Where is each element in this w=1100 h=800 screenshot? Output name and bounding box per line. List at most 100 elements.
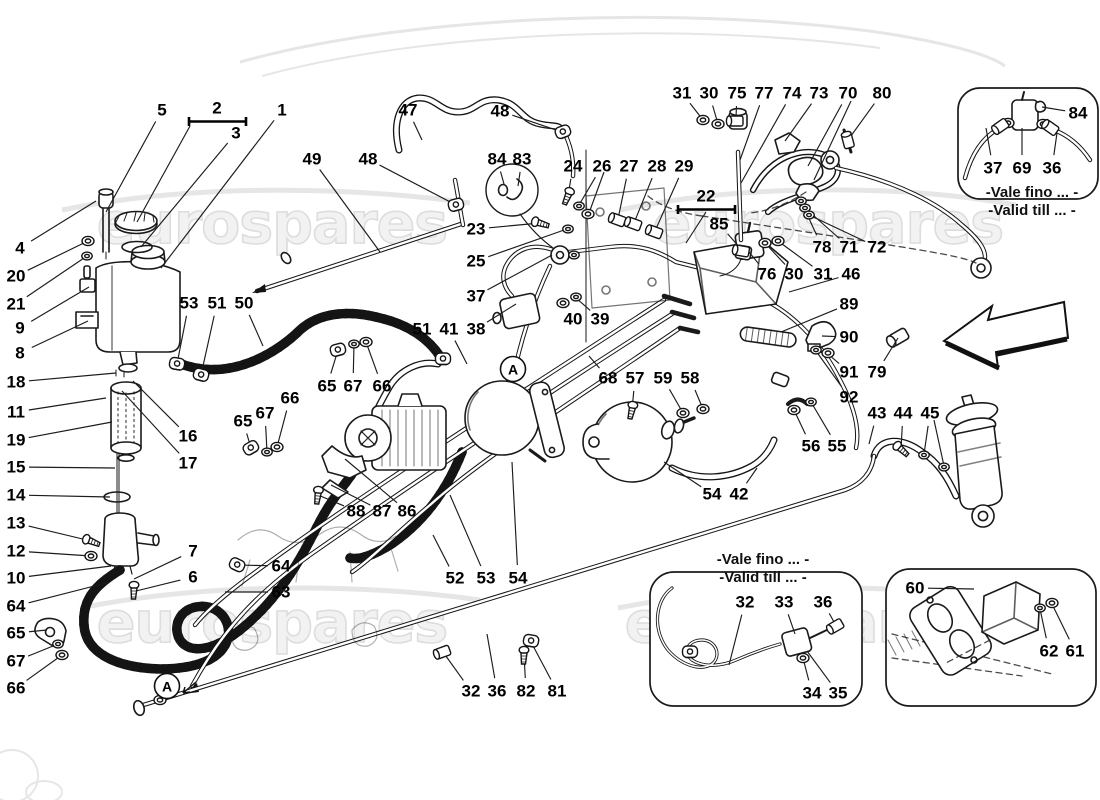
part-label: 84: [1069, 104, 1088, 123]
part-label: 86: [398, 502, 417, 521]
part-label: 51: [413, 320, 432, 339]
part-label: 65: [7, 624, 26, 643]
leader-line: [27, 240, 89, 271]
part-label: 25: [467, 252, 486, 271]
part-label: 16: [179, 427, 198, 446]
part-label: 62: [1040, 642, 1059, 661]
leader-line: [449, 494, 482, 567]
leader-line: [499, 171, 505, 185]
validity-caption: -Valid till ... -: [719, 569, 807, 586]
leader-line: [588, 355, 600, 369]
leader-line: [486, 303, 517, 323]
part-label: 92: [840, 388, 859, 407]
washer-part: [261, 447, 273, 457]
part-label: 27: [620, 157, 639, 176]
part-label: 75: [728, 84, 747, 103]
part-label: 64: [272, 557, 291, 576]
part-label: 47: [399, 101, 418, 120]
part-label: 76: [758, 265, 777, 284]
part-label: 38: [467, 320, 486, 339]
part-label: 53: [477, 569, 496, 588]
part-label: 78: [813, 238, 832, 257]
leader-line: [28, 372, 117, 382]
part-label: 22: [697, 187, 716, 206]
leader-line: [633, 177, 653, 224]
washer-part: [938, 462, 950, 472]
cyl-part: [730, 243, 751, 258]
part-label: 36: [814, 593, 833, 612]
leader-line: [821, 335, 837, 338]
part-label: 43: [868, 404, 887, 423]
washer-part: [81, 251, 93, 261]
part-label: 7: [188, 542, 197, 561]
washer-part: [805, 397, 817, 407]
part-label: 40: [564, 310, 583, 329]
part-label: 17: [179, 454, 198, 473]
part-label: 10: [7, 569, 26, 588]
part-label: 15: [7, 458, 26, 477]
leader-line: [923, 425, 929, 455]
leader-line: [685, 211, 707, 244]
leader-line: [828, 613, 835, 623]
part-label: 11: [7, 403, 25, 422]
part-label: 31: [673, 84, 692, 103]
part-label: 30: [785, 265, 804, 284]
part-label: 66: [373, 377, 392, 396]
part-label: 69: [1013, 159, 1032, 178]
leader-line: [740, 104, 787, 184]
leader-line: [1051, 603, 1070, 640]
clamp-part: [227, 555, 248, 574]
part-label: 87: [373, 502, 392, 521]
part-label: 44: [894, 404, 913, 423]
part-label: 48: [491, 102, 510, 121]
nut-part: [758, 237, 772, 249]
leader-line: [728, 614, 743, 666]
part-label: 32: [462, 682, 481, 701]
part-label: 66: [7, 679, 26, 698]
part-label: 50: [235, 294, 254, 313]
part-label: 53: [180, 294, 199, 313]
leader-line: [140, 142, 229, 248]
part-label: 89: [840, 295, 859, 314]
part-label: 71: [840, 238, 859, 257]
nut-part: [787, 404, 801, 416]
ref-marker-circle: [153, 672, 181, 700]
part-label: 36: [1043, 159, 1062, 178]
part-label: 26: [593, 157, 612, 176]
inset-solenoid-detail: [887, 581, 1053, 677]
washer-part: [1034, 603, 1046, 613]
leader-line: [748, 251, 760, 265]
part-label: 28: [648, 157, 667, 176]
nut-part: [359, 336, 373, 348]
nut-part: [711, 118, 725, 130]
leader-line: [31, 320, 89, 348]
leader-line: [176, 315, 188, 365]
accumulator-sphere-front: [464, 380, 565, 463]
washer-part: [918, 450, 930, 460]
leader-line: [808, 214, 866, 242]
nut-part: [270, 441, 284, 453]
part-label: 65: [234, 412, 253, 431]
part-label: 56: [802, 437, 821, 456]
part-label: 49: [303, 150, 322, 169]
leader-line: [319, 169, 381, 253]
leader-line: [132, 380, 180, 428]
part-label: 79: [868, 363, 887, 382]
reservoir-tank: [75, 188, 181, 373]
validity-caption: -Vale fino ... -: [717, 551, 810, 568]
pump: [321, 393, 447, 499]
washer-part: [562, 224, 574, 234]
leader-line: [815, 350, 842, 387]
leader-line: [663, 461, 702, 488]
nut-part: [821, 347, 835, 359]
leader-line: [486, 633, 496, 679]
clamp-part: [434, 352, 452, 366]
leader-line: [654, 177, 680, 232]
washer-part: [568, 250, 580, 260]
bolt-part: [559, 185, 577, 207]
leader-line: [330, 484, 371, 506]
leader-line: [379, 164, 457, 206]
leader-line: [810, 401, 831, 436]
clamp-part: [681, 645, 699, 659]
